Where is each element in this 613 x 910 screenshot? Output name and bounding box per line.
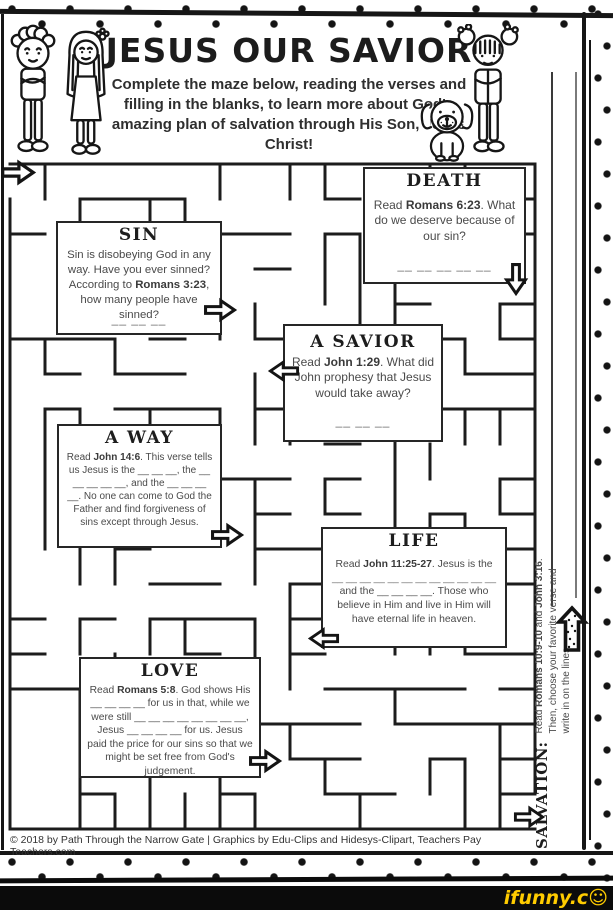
maze-entrance-arrow-icon [1,159,37,186]
maze-exit-arrow-icon [513,805,546,829]
box-savior-blanks: __ __ __ [335,414,391,428]
box-way-title: A WAY [104,428,175,448]
watermark: ifunny.c☺ [504,886,608,910]
writing-line-1 [551,72,553,606]
life-arrow-left-icon [307,626,340,651]
box-death-blanks: __ __ __ __ __ [397,258,492,272]
love-arrow-right-icon [249,748,283,774]
frame-line-bottom [0,851,613,855]
frame-line-right [582,12,586,850]
box-savior: A SAVIOR Read John 1:29. What did John p… [283,324,443,442]
page-title: JESUS OUR SAVIOR [105,31,473,70]
box-sin-blanks: __ __ __ [111,312,167,326]
salvation-label: SALVATION: [533,741,551,850]
death-arrow-down-icon [503,263,529,297]
watermark-bar: ifunny.c☺ [0,886,613,910]
box-life-text: Read John 11:25-27. Jesus is the [335,558,493,570]
box-death: DEATH Read Romans 6:23. What do we deser… [363,167,526,284]
frame-line-left [1,14,4,850]
savior-arrow-left-icon [267,359,300,383]
girl-clipart-icon [66,27,110,155]
box-life-text2: and the __ __ __ __. Those who believe i… [337,586,491,625]
polka-dot-border-right [588,0,613,885]
box-way-text: Read John 14:6. This verse tells us Jesu… [66,451,213,529]
copyright-line: © 2018 by Path Through the Narrow Gate |… [10,834,482,858]
salvation-arrow-up-icon [554,605,590,652]
box-sin-title: SIN [118,225,160,245]
box-life: LIFE Read John 11:25-27. Jesus is the __… [321,527,507,648]
box-life-title: LIFE [388,531,440,551]
box-savior-text: Read John 1:29. What did John prophesy t… [291,354,435,401]
box-sin: SIN Sin is disobeying God in any way. Ha… [56,221,222,335]
box-love-text: Read Romans 5:8. God shows His __ __ __ … [87,684,253,778]
way-arrow-right-icon [211,522,245,548]
box-life-blank-line: __ __ __ __ __ __ __ __ __ __ __ __ [331,573,497,585]
watermark-text: ifunny.c [503,887,589,909]
boy-clipart-icon [10,24,56,153]
smiley-icon: ☺ [588,887,608,909]
dog-clipart-icon [420,100,474,162]
sin-arrow-right-icon [204,297,238,323]
frame-line-right-inner [589,40,591,840]
box-savior-title: A SAVIOR [310,332,416,352]
header: JESUS OUR SAVIOR Complete the maze below… [96,31,482,156]
box-way: A WAY Read John 14:6. This verse tells u… [57,424,222,548]
box-death-text: Read Romans 6:23. What do we deserve bec… [373,197,516,244]
pigtail-girl-clipart-icon [457,24,519,153]
writing-line-2 [575,72,577,598]
page-subtitle: Complete the maze below, reading the ver… [111,75,467,154]
box-death-title: DEATH [406,171,483,191]
box-love: LOVE Read Romans 5:8. God shows His __ _… [79,657,261,778]
box-love-title: LOVE [140,661,200,681]
box-sin-text: Sin is disobeying God in any way. Have y… [67,248,211,321]
